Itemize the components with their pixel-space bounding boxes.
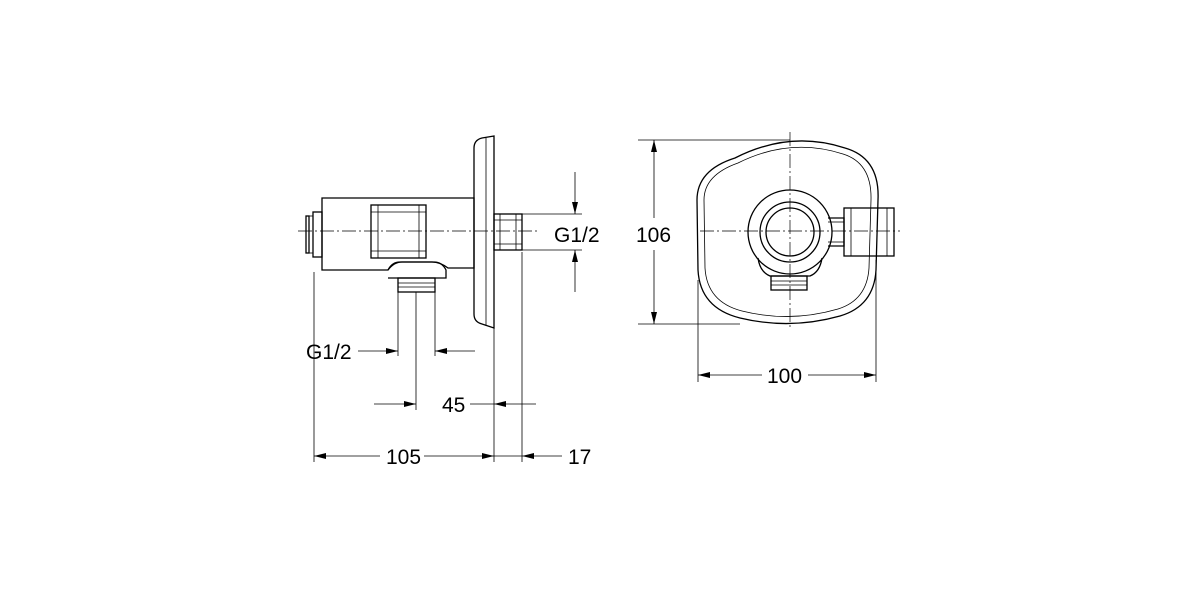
rear-thread [493,213,523,251]
bottom-thread [397,277,436,293]
front-handle-block [843,207,895,257]
dim-17-label: 17 [568,446,591,469]
rear-cap [312,211,323,258]
dim-thread-bottom-label: G1/2 [306,341,352,364]
front-rosette-outline [696,140,879,325]
dim-105-label: 105 [386,446,421,469]
dim-thread-right-label: G1/2 [554,224,600,247]
valve-body-outline [321,197,475,271]
wall-rosette [473,135,495,329]
bottom-outlet [387,261,447,279]
valve-body-ring-outer [747,189,833,275]
front-view: 106 100 [636,132,900,388]
valve-body-ring-inner [765,207,815,257]
valve-body-ring-mid [759,201,821,263]
side-view: G1/2 G1/2 45 105 17 [298,135,600,469]
front-bottom-thread [770,275,808,291]
dim-45-label: 45 [442,394,465,417]
dim-100-label: 100 [767,365,802,388]
dim-106-label: 106 [636,224,671,247]
handle-knob [370,204,427,259]
